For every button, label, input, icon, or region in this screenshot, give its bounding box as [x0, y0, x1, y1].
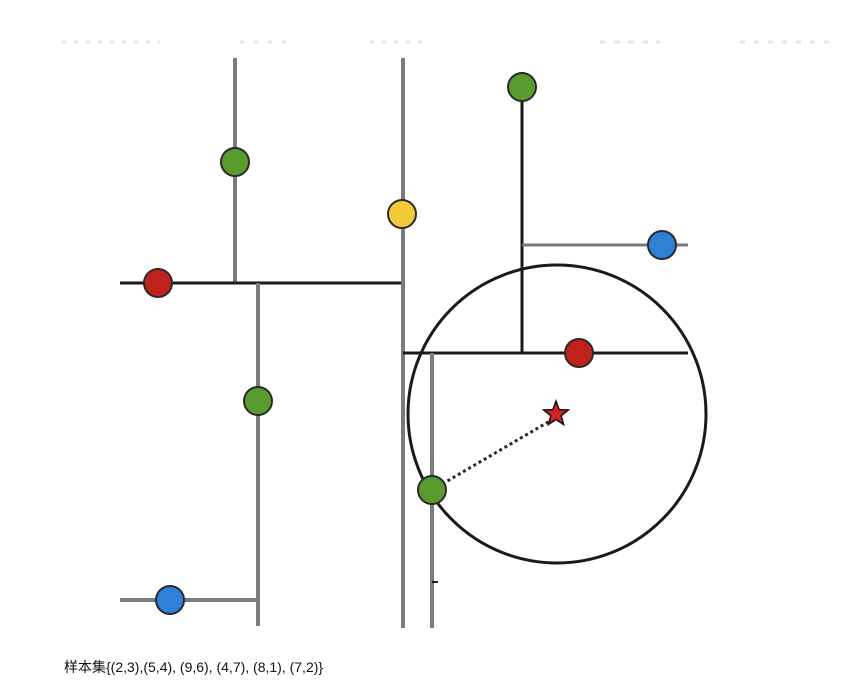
green-point-top-left	[220, 147, 250, 177]
yellow-point	[387, 199, 417, 229]
dotted-distance-line	[431, 416, 556, 492]
green-point-top-right	[507, 72, 537, 102]
blue-point-right	[647, 230, 677, 260]
query-star-icon	[541, 398, 571, 427]
blue-point-bottom-left	[155, 585, 185, 615]
points-layer	[143, 72, 677, 615]
green-point-middle-left	[243, 386, 273, 416]
red-point-in-circle	[564, 338, 594, 368]
search-radius-circle	[406, 263, 708, 565]
red-point-left	[143, 268, 173, 298]
split-lines	[120, 58, 688, 628]
query-layer	[541, 398, 571, 427]
sample-set-caption: 样本集{(2,3),(5,4), (9,6), (4,7), (8,1), (7…	[64, 659, 324, 675]
green-point-nearest	[417, 475, 447, 505]
